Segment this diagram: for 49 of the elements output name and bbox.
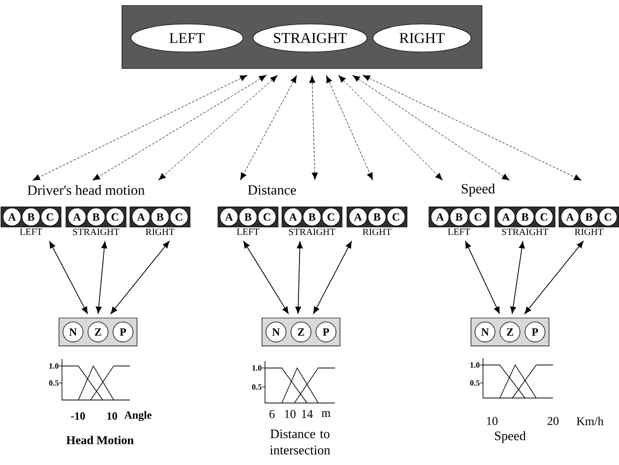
arrow — [295, 241, 303, 314]
state-label: STRAIGHT — [502, 228, 548, 236]
tick-label: 0.5 — [470, 380, 480, 386]
arrow — [362, 74, 582, 181]
tick-label: 1.0 — [252, 365, 262, 371]
arrow — [510, 241, 525, 314]
arrow — [309, 76, 318, 180]
axis-title: Head Motion — [66, 436, 134, 444]
group-heading: Distance — [248, 185, 296, 195]
state-label: RIGHT — [574, 228, 604, 236]
tick-label: 1.0 — [470, 362, 480, 368]
state-label: RIGHT — [146, 228, 174, 236]
tick-label: 20 — [548, 416, 559, 426]
axis-title: Distance to intersection — [270, 430, 330, 454]
arrow — [92, 75, 266, 180]
tick-label: 10 — [107, 412, 118, 420]
arrow — [313, 241, 352, 314]
arrow — [326, 75, 373, 180]
group-heading: Driver's head motion — [28, 185, 145, 195]
arrow — [465, 241, 500, 314]
arrow — [158, 75, 278, 180]
arrow — [49, 241, 88, 314]
state-label: STRAIGHT — [73, 228, 120, 236]
state-label: STRAIGHT — [289, 228, 336, 236]
tick-label: 6 — [270, 410, 275, 418]
arrow — [240, 75, 297, 180]
tick-label: 10 — [487, 416, 498, 426]
axis-label: Km/h — [576, 416, 604, 426]
arrow — [32, 74, 248, 181]
state-label: LEFT — [20, 228, 42, 235]
tick-label: 1.0 — [49, 363, 58, 369]
tick-label: 14 — [302, 410, 313, 418]
arrow — [524, 241, 584, 314]
axis-label: m — [322, 411, 330, 417]
tick-label: 0.5 — [252, 384, 262, 390]
arrow — [243, 241, 289, 314]
arrow — [352, 75, 510, 180]
axis-label: Angle — [124, 410, 152, 422]
tick-label: 10 — [285, 410, 296, 418]
group-heading: Speed — [462, 184, 495, 196]
state-label: RIGHT — [362, 228, 392, 236]
arrow — [338, 75, 443, 180]
tick-label: -10 — [71, 412, 85, 420]
arrow — [110, 241, 170, 314]
axis-title: Speed — [494, 431, 526, 443]
state-label: LEFT — [448, 228, 470, 235]
state-label: LEFT — [236, 228, 260, 235]
tick-label: 0.5 — [49, 380, 58, 386]
arrow — [96, 241, 108, 314]
